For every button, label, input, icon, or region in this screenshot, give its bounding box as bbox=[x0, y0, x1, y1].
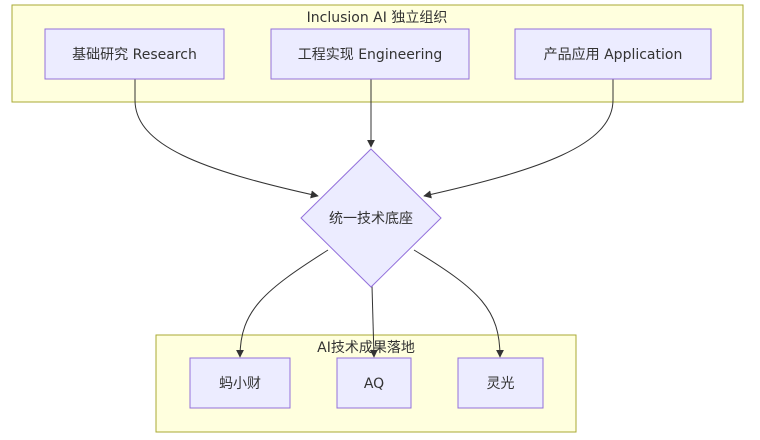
node-lingguang-label: 灵光 bbox=[487, 376, 515, 392]
edge-platform-to-lingguang bbox=[413, 249, 504, 358]
edge-research-to-platform bbox=[134, 79, 319, 199]
node-research: 基础研究 Research bbox=[44, 28, 225, 80]
node-platform: 统一技术底座 bbox=[300, 148, 442, 288]
node-application-box bbox=[514, 28, 712, 80]
edge-platform-to-aq bbox=[369, 285, 378, 358]
node-lingguang-box bbox=[457, 357, 544, 409]
node-aq: AQ bbox=[336, 357, 412, 409]
node-mayi-label: 蚂小财 bbox=[219, 376, 261, 392]
node-aq-label: AQ bbox=[364, 376, 384, 392]
node-application: 产品应用 Application bbox=[514, 28, 712, 80]
node-platform-diamond bbox=[300, 148, 442, 288]
node-engineering-box bbox=[270, 28, 470, 80]
node-research-box bbox=[44, 28, 225, 80]
node-mayi: 蚂小财 bbox=[189, 357, 291, 409]
group-inclusion-ai-title: Inclusion AI 独立组织 bbox=[307, 10, 448, 26]
node-research-label: 基础研究 Research bbox=[72, 46, 197, 63]
edge-platform-to-mayi bbox=[236, 249, 329, 358]
node-mayi-box bbox=[189, 357, 291, 409]
node-engineering: 工程实现 Engineering bbox=[270, 28, 470, 80]
edges bbox=[134, 79, 614, 358]
node-engineering-label: 工程实现 Engineering bbox=[298, 47, 442, 63]
node-platform-label: 统一技术底座 bbox=[329, 211, 413, 227]
node-lingguang: 灵光 bbox=[457, 357, 544, 409]
edge-application-to-platform bbox=[423, 79, 614, 199]
group-ai-results-title: AI技术成果落地 bbox=[317, 340, 415, 356]
node-aq-box bbox=[336, 357, 412, 409]
node-application-label: 产品应用 Application bbox=[544, 46, 683, 63]
